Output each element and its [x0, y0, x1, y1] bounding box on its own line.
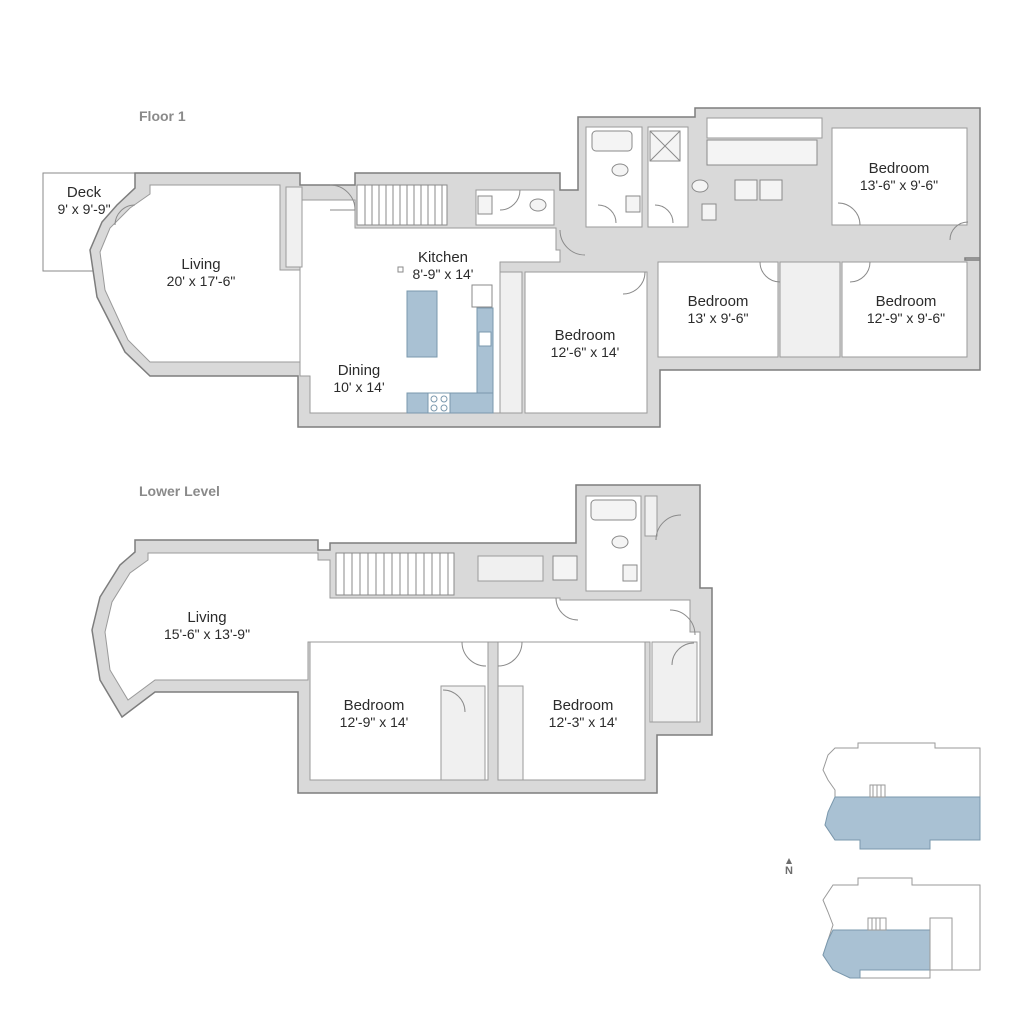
- door: [759, 261, 781, 283]
- room-dimensions: 9' x 9'-9": [57, 201, 110, 217]
- room-bedroom-right: Bedroom 12'-9" x 9'-6": [867, 293, 945, 326]
- lower-level-label: Lower Level: [139, 483, 220, 499]
- ll-living-interior: [104, 552, 701, 723]
- room-dimensions: 13' x 9'-6": [688, 310, 749, 326]
- dryer-icon: [759, 179, 783, 201]
- door: [837, 202, 861, 226]
- sink-icon: [622, 564, 638, 582]
- closet: [497, 685, 524, 781]
- room-name: Living: [187, 609, 226, 626]
- toilet-icon: [691, 179, 709, 193]
- toilet-icon: [611, 163, 629, 177]
- washer-icon: [734, 179, 758, 201]
- bedroom-top-interior: [831, 127, 968, 226]
- room-dimensions: 10' x 14': [333, 379, 384, 395]
- bedroom-center-interior: [524, 271, 648, 414]
- bathtub-icon: [591, 130, 633, 152]
- kitchen-sink-icon: [478, 331, 492, 347]
- room-bedroom-top: Bedroom 13'-6" x 9'-6": [860, 160, 938, 193]
- closet: [499, 271, 523, 414]
- room-dimensions: 12'-9" x 14': [340, 714, 409, 730]
- room-kitchen: Kitchen 8'-9" x 14': [413, 249, 474, 282]
- room-dimensions: 12'-9" x 9'-6": [867, 310, 945, 326]
- ll-stairs: [335, 552, 455, 596]
- door: [949, 221, 969, 241]
- room-living: Living 20' x 17'-6": [167, 256, 236, 289]
- door: [114, 204, 136, 226]
- sink-icon: [477, 195, 493, 215]
- kitchen-island: [406, 290, 438, 358]
- door: [597, 204, 617, 224]
- door: [461, 641, 487, 667]
- room-name: Kitchen: [418, 249, 468, 266]
- north-arrow-icon: [786, 858, 792, 864]
- compass: N: [785, 858, 793, 877]
- lower-level-plan: [91, 484, 713, 794]
- keyplan-floor-1: [822, 742, 981, 850]
- hall-closet-interior: [706, 117, 823, 139]
- room-dimensions: 13'-6" x 9'-6": [860, 177, 938, 193]
- bathtub-icon: [590, 499, 637, 521]
- door: [329, 184, 356, 211]
- room-name: Bedroom: [344, 697, 405, 714]
- room-name: Bedroom: [869, 160, 930, 177]
- room-dimensions: 8'-9" x 14': [413, 266, 474, 282]
- closet: [644, 495, 658, 537]
- floor-1-stairs: [356, 184, 448, 226]
- room-dimensions: 20' x 17'-6": [167, 273, 236, 289]
- room-ll-bedroom-right: Bedroom 12'-3" x 14': [549, 697, 618, 730]
- room-name: Deck: [67, 184, 102, 201]
- sink-icon: [625, 195, 641, 213]
- room-name: Bedroom: [876, 293, 937, 310]
- toilet-icon: [529, 198, 547, 212]
- door: [559, 229, 586, 256]
- door: [497, 641, 523, 667]
- door: [442, 689, 466, 713]
- floor-1-living-interior: [99, 184, 301, 363]
- bedroom-mid-interior: [657, 261, 779, 358]
- sink-icon: [701, 203, 717, 221]
- keyplan-lower-level: [822, 877, 981, 979]
- floor-1-label: Floor 1: [139, 108, 186, 124]
- door: [655, 514, 682, 541]
- closet: [285, 186, 303, 268]
- floor-1-plan: [42, 107, 981, 428]
- room-ll-bedroom-left: Bedroom 12'-9" x 14': [340, 697, 409, 730]
- closet: [440, 685, 486, 781]
- closet: [779, 261, 841, 358]
- door: [499, 189, 521, 211]
- room-name: Bedroom: [553, 697, 614, 714]
- room-dining: Dining 10' x 14': [333, 362, 384, 395]
- room-name: Dining: [338, 362, 381, 379]
- fridge-icon: [471, 284, 493, 308]
- door: [849, 261, 871, 283]
- hall-closet-shelf: [706, 139, 818, 166]
- room-deck: Deck 9' x 9'-9": [57, 184, 110, 217]
- door: [671, 642, 695, 666]
- hall-shelf: [477, 555, 544, 582]
- room-bedroom-center: Bedroom 12'-6" x 14': [551, 327, 620, 360]
- door: [669, 609, 696, 636]
- room-name: Bedroom: [688, 293, 749, 310]
- toilet-icon: [611, 535, 629, 549]
- room-bedroom-mid: Bedroom 13' x 9'-6": [688, 293, 749, 326]
- utility-icon: [552, 555, 578, 581]
- room-dimensions: 12'-3" x 14': [549, 714, 618, 730]
- door: [555, 597, 579, 621]
- door: [654, 204, 674, 224]
- room-name: Bedroom: [555, 327, 616, 344]
- door: [622, 271, 646, 295]
- north-label: N: [785, 865, 793, 877]
- room-dimensions: 12'-6" x 14': [551, 344, 620, 360]
- room-ll-living: Living 15'-6" x 13'-9": [164, 609, 250, 642]
- stove-icon: [427, 392, 451, 414]
- room-dimensions: 15'-6" x 13'-9": [164, 626, 250, 642]
- room-name: Living: [181, 256, 220, 273]
